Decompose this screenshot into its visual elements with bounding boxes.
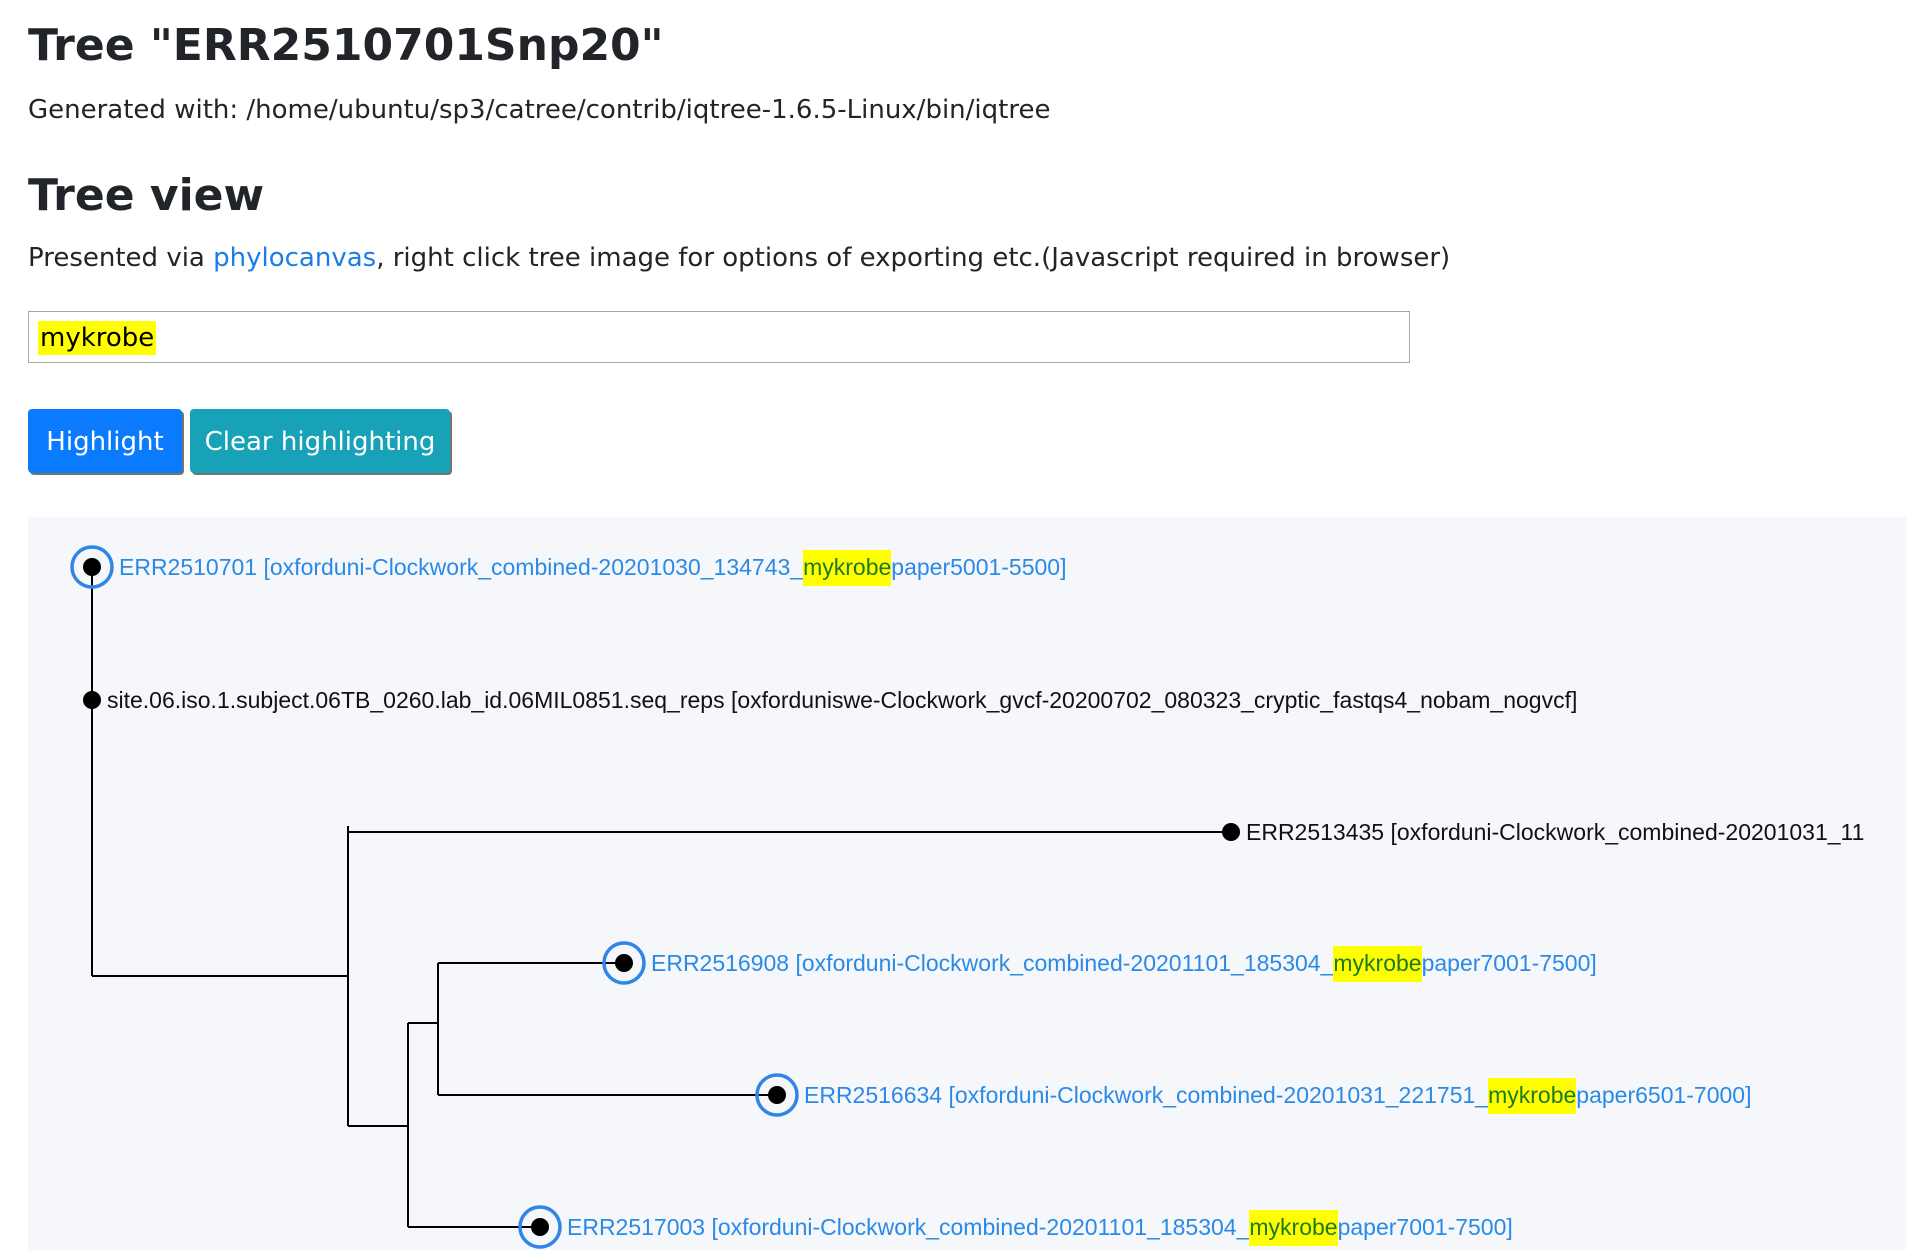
leaf-label[interactable]: ERR2516908 [oxforduni-Clockwork_combined…: [651, 946, 1597, 982]
search-input[interactable]: mykrobe: [28, 311, 1410, 363]
highlight-ring: [518, 1205, 562, 1249]
leaf-label-text: ERR2513435 [oxforduni-Clockwork_combined…: [1246, 819, 1865, 845]
search-match-highlight: mykrobe: [803, 550, 892, 586]
presented-via-text: Presented via phylocanvas, right click t…: [28, 238, 1450, 278]
tree-view-heading: Tree view: [28, 170, 265, 221]
leaf-node[interactable]: [1222, 823, 1240, 841]
presented-prefix: Presented via: [28, 243, 214, 273]
leaf-label-suffix: paper6501-7000]: [1576, 1082, 1752, 1108]
phylo-tree-canvas[interactable]: ERR2510701 [oxforduni-Clockwork_combined…: [28, 517, 1906, 1250]
leaf-label[interactable]: ERR2517003 [oxforduni-Clockwork_combined…: [567, 1210, 1513, 1246]
presented-suffix: , right click tree image for options of …: [376, 243, 1451, 273]
leaf-label[interactable]: ERR2516634 [oxforduni-Clockwork_combined…: [804, 1078, 1752, 1114]
leaf-node[interactable]: [615, 954, 633, 972]
leaf-label-suffix: paper7001-7500]: [1421, 950, 1597, 976]
highlight-ring: [70, 545, 114, 589]
clear-highlighting-button[interactable]: Clear highlighting: [190, 409, 450, 473]
search-match-highlight: mykrobe: [1488, 1078, 1577, 1114]
highlight-ring: [755, 1073, 799, 1117]
leaf-label-text: ERR2516634 [oxforduni-Clockwork_combined…: [804, 1082, 1489, 1108]
leaf-label[interactable]: ERR2513435 [oxforduni-Clockwork_combined…: [1246, 817, 1864, 847]
leaf-node[interactable]: [83, 558, 101, 576]
generated-with-text: Generated with: /home/ubuntu/sp3/catree/…: [28, 95, 1051, 125]
leaf-label[interactable]: site.06.iso.1.subject.06TB_0260.lab_id.0…: [107, 685, 1577, 715]
leaf-label[interactable]: ERR2510701 [oxforduni-Clockwork_combined…: [119, 550, 1067, 586]
leaf-node[interactable]: [83, 691, 101, 709]
tree-branches: [70, 545, 1240, 1249]
leaf-label-text: site.06.iso.1.subject.06TB_0260.lab_id.0…: [107, 687, 1578, 713]
highlight-ring: [602, 941, 646, 985]
page-title: Tree "ERR2510701Snp20": [28, 20, 664, 71]
leaf-label-suffix: paper5001-5500]: [891, 554, 1067, 580]
leaf-node[interactable]: [768, 1086, 786, 1104]
search-match-highlight: mykrobe: [1249, 1210, 1338, 1246]
leaf-label-text: ERR2516908 [oxforduni-Clockwork_combined…: [651, 950, 1334, 976]
leaf-label-suffix: paper7001-7500]: [1337, 1214, 1513, 1240]
leaf-label-text: ERR2517003 [oxforduni-Clockwork_combined…: [567, 1214, 1250, 1240]
search-match-highlight: mykrobe: [1333, 946, 1422, 982]
leaf-node[interactable]: [531, 1218, 549, 1236]
search-input-value: mykrobe: [38, 321, 157, 355]
highlight-button[interactable]: Highlight: [28, 409, 182, 473]
leaf-label-text: ERR2510701 [oxforduni-Clockwork_combined…: [119, 554, 804, 580]
phylocanvas-link[interactable]: phylocanvas: [213, 243, 377, 273]
